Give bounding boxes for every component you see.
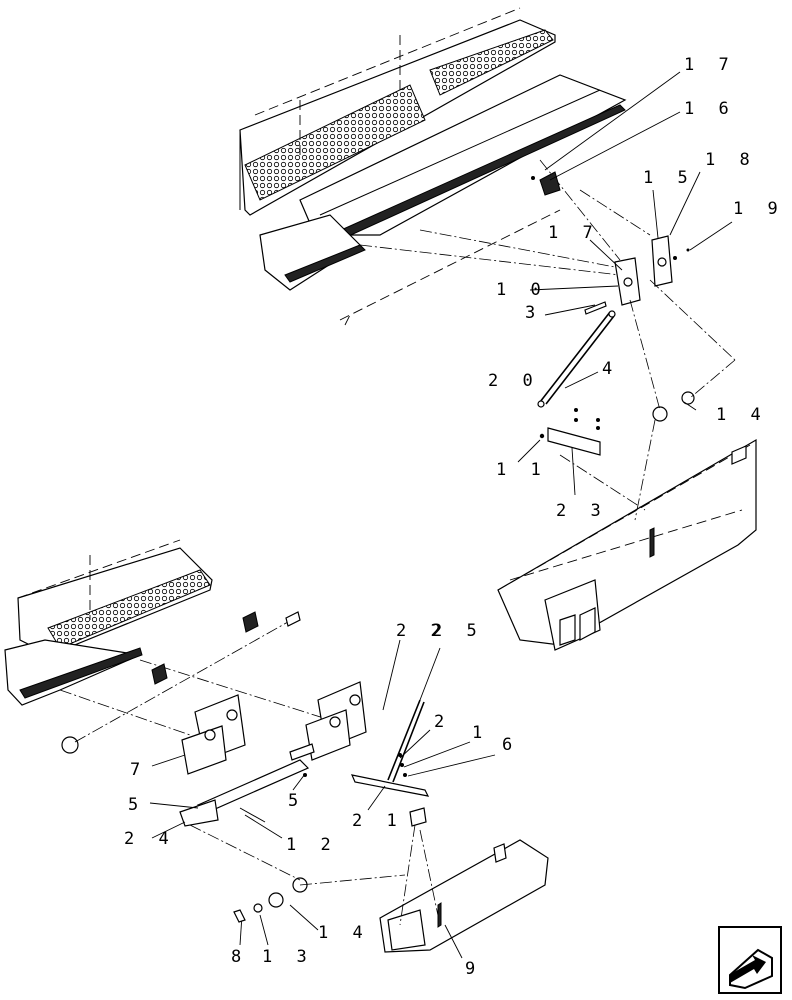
callout-9: 9 <box>465 959 482 979</box>
callout-14-lower: 1 4 <box>318 923 370 943</box>
previous-page-arrow-icon[interactable] <box>718 926 782 994</box>
callout-18: 1 8 <box>705 150 757 170</box>
lower-hanger-brackets <box>151 611 367 775</box>
callout-24: 2 4 <box>124 829 176 849</box>
callout-22: 2 2 <box>396 621 448 641</box>
callout-6: 6 <box>502 735 519 755</box>
callout-3: 3 <box>525 303 542 323</box>
callout-numbers: 1 7 1 6 1 8 1 5 1 9 1 7 1 0 3 2 0 4 1 4 … <box>124 55 785 979</box>
callout-2: 2 <box>434 712 451 732</box>
upper-hanger-bracket <box>531 171 690 306</box>
leader-lines <box>149 71 733 959</box>
feeder-housing-upper <box>497 279 757 651</box>
callout-25: 2 5 <box>432 621 484 641</box>
callout-16: 1 6 <box>684 99 736 119</box>
callout-17-mid: 1 7 <box>548 223 600 243</box>
callout-13: 1 3 <box>262 947 314 967</box>
feeder-housing-lower <box>189 807 549 953</box>
callout-21: 2 1 <box>352 811 404 831</box>
callout-5-right: 5 <box>288 791 305 811</box>
callout-20: 2 0 <box>488 371 540 391</box>
callout-8: 8 <box>231 947 248 967</box>
callout-12: 1 2 <box>286 835 338 855</box>
callout-11: 1 1 <box>496 460 548 480</box>
callout-1: 1 <box>472 723 489 743</box>
callout-7: 7 <box>130 760 147 780</box>
callout-14-upper: 1 4 <box>716 405 768 425</box>
upper-mounting-plate <box>539 408 601 456</box>
upper-concave-assembly <box>239 7 651 326</box>
lower-cross-shaft <box>179 743 315 827</box>
upper-adjusting-rod <box>537 301 616 408</box>
callout-19: 1 9 <box>733 199 785 219</box>
lower-concave-assembly <box>4 539 331 754</box>
callout-4: 4 <box>602 359 619 379</box>
callout-23: 2 3 <box>556 501 608 521</box>
callout-10: 1 0 <box>496 280 548 300</box>
lower-adjusting-rod <box>350 699 430 797</box>
callout-17-top: 1 7 <box>684 55 736 75</box>
callout-5-left: 5 <box>128 795 145 815</box>
callout-15: 1 5 <box>643 168 695 188</box>
